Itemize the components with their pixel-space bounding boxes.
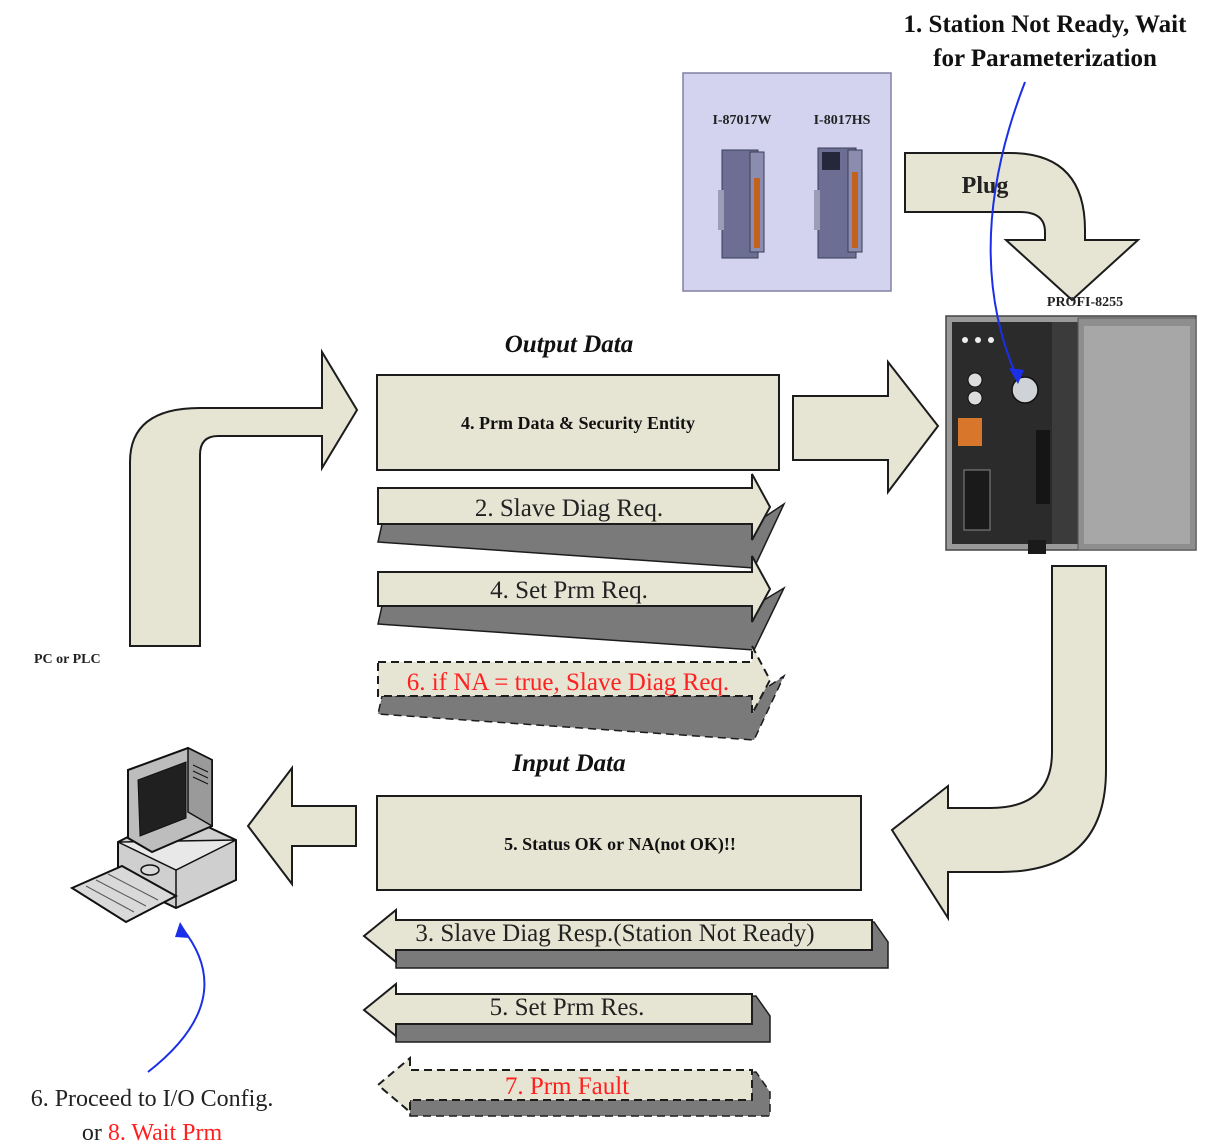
message-arrow-set-prm-req <box>377 555 786 651</box>
message-label-if-na-slave-diag: 6. if NA = true, Slave Diag Req. <box>407 669 729 696</box>
status-pointer-arrowhead <box>1009 368 1024 384</box>
input-main-block <box>376 795 862 891</box>
plug-arrow <box>904 152 1141 302</box>
input-main-block-label: 5. Status OK or NA(not OK)!! <box>504 834 736 855</box>
input-data-title: Input Data <box>511 750 625 777</box>
io-module-i8017hs <box>814 147 863 259</box>
module-label-i8017hs: I-8017HS <box>814 113 871 128</box>
wait-parameterization-label: for Parameterization <box>933 45 1157 72</box>
input-to-pc-arrow <box>246 765 357 887</box>
wait-prm-text: 8. Wait Prm <box>108 1120 223 1146</box>
proceed-label: 6. Proceed to I/O Config. <box>31 1086 274 1112</box>
message-arrow-set-prm-res <box>362 981 771 1043</box>
message-label-slave-diag-req: 2. Slave Diag Req. <box>475 495 663 522</box>
wait-prm-label: or 8. Wait Prm <box>82 1120 223 1146</box>
output-data-title: Output Data <box>505 331 634 358</box>
station-not-ready-label: 1. Station Not Ready, Wait <box>904 11 1188 38</box>
message-arrow-slave-diag-req <box>377 473 786 569</box>
message-arrow-if-na-slave-diag <box>377 645 786 741</box>
message-label-set-prm-res: 5. Set Prm Res. <box>490 994 645 1021</box>
module-panel: I-87017W I-8017HS <box>682 72 892 292</box>
device-to-input-curved-arrow <box>890 565 1107 922</box>
device-name-label: PROFI-8255 <box>1047 295 1123 310</box>
pc-computer-icon <box>69 746 237 924</box>
status-pointer-arrow <box>989 81 1026 381</box>
pc-or-plc-label: PC or PLC <box>34 652 101 667</box>
message-label-prm-fault: 7. Prm Fault <box>505 1073 629 1100</box>
proceed-pointer-arrowhead <box>175 922 190 938</box>
output-main-block-label: 4. Prm Data & Security Entity <box>461 413 695 433</box>
proceed-pointer-arrow <box>147 927 206 1073</box>
message-arrow-slave-diag-resp <box>362 907 889 969</box>
output-main-block <box>376 374 780 471</box>
message-arrow-prm-fault <box>376 1055 771 1117</box>
message-label-slave-diag-resp: 3. Slave Diag Resp.(Station Not Ready) <box>415 920 814 947</box>
or-text: or <box>82 1120 108 1146</box>
io-module-i87017w <box>718 149 765 259</box>
plug-label: Plug <box>962 173 1009 199</box>
module-label-i87017w: I-87017W <box>712 113 771 128</box>
profi-8255-device <box>945 315 1197 554</box>
pc-to-output-curved-arrow <box>129 348 359 647</box>
output-to-device-arrow <box>792 359 940 495</box>
message-label-set-prm-req: 4. Set Prm Req. <box>490 577 648 604</box>
